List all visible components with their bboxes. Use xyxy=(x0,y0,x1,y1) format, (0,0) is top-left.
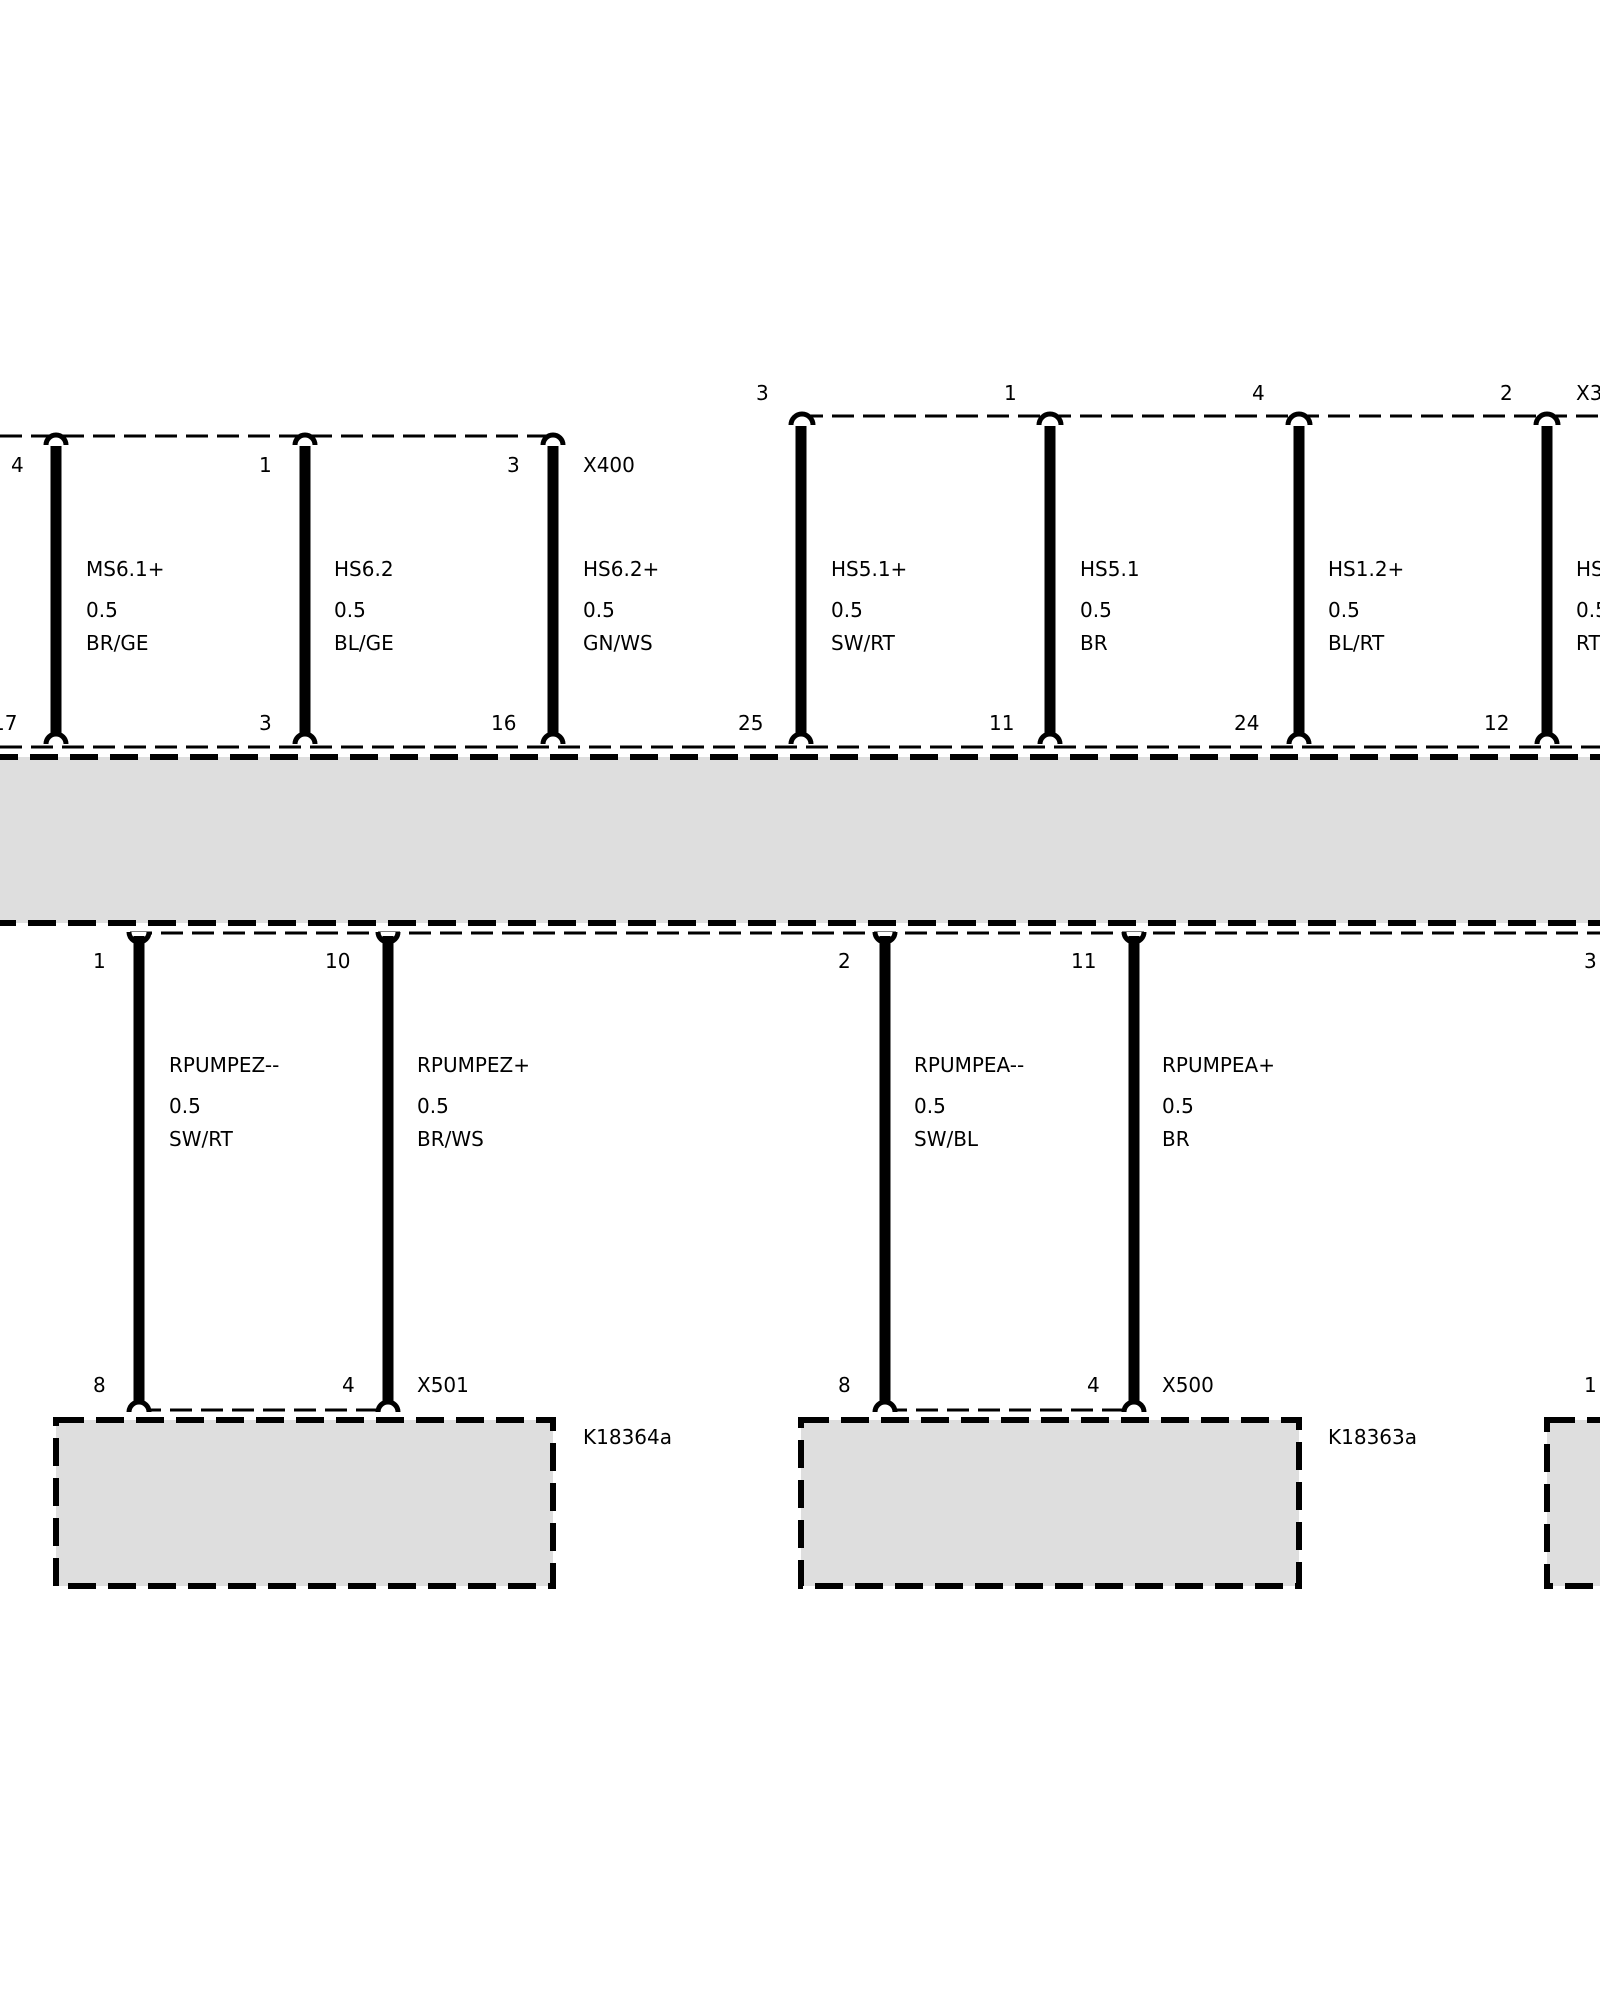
wire-gauge: 0.5 xyxy=(1080,598,1112,622)
bottom-pin-number: 25 xyxy=(738,711,763,735)
bottom-pin-number: 4 xyxy=(342,1373,355,1397)
module-pin-hook xyxy=(43,731,69,745)
top-pin-number: 4 xyxy=(11,453,24,477)
wire-signal-name: RPUMPEZ-- xyxy=(169,1053,279,1077)
wire-color-code: BR xyxy=(1162,1127,1190,1151)
wire-gauge: 0.5 xyxy=(1162,1094,1194,1118)
x400-pin-hook xyxy=(540,432,566,446)
connector-label: X500 xyxy=(1162,1373,1214,1397)
connector-x3-group: X3 xyxy=(788,381,1600,426)
module-body xyxy=(0,754,1600,926)
top-pin-number: 10 xyxy=(325,949,350,973)
bottom-pin-number: 4 xyxy=(1087,1373,1100,1397)
wire-color-code: SW/RT xyxy=(169,1127,234,1151)
component-label: K18363a xyxy=(1328,1425,1417,1449)
wire-color-code: BR/GE xyxy=(86,631,149,655)
bottom-pin-number: 8 xyxy=(93,1373,106,1397)
wire-signal-name: RPUMPEA-- xyxy=(914,1053,1024,1077)
module-pin-hook xyxy=(1286,731,1312,745)
top-pin-number: 2 xyxy=(1500,381,1513,405)
wire-gauge: 0.5 xyxy=(1328,598,1360,622)
x3-pin-hook xyxy=(1036,411,1064,426)
x501-pin-hook xyxy=(375,1399,401,1413)
top-pin-number: 4 xyxy=(1252,381,1265,405)
module-pin-number: 3 xyxy=(1584,949,1597,973)
module-pin-hook xyxy=(292,731,318,745)
wire-signal-name: MS6.1+ xyxy=(86,557,165,581)
upper-wire-group: 4 MS6.1+ 0.5 BR/GE 17 1 HS6.2 0.5 BL/GE … xyxy=(0,381,1600,744)
component-body xyxy=(798,1417,1302,1589)
x3-pin-hook xyxy=(788,411,816,426)
wire-color-code: SW/BL xyxy=(914,1127,979,1151)
wire-gauge: 0.5 xyxy=(417,1094,449,1118)
component-pin-number: 1 xyxy=(1584,1373,1597,1397)
lower-wire-group: 1 RPUMPEZ-- 0.5 SW/RT 8 10 RPUMPEZ+ 0.5 … xyxy=(93,936,1275,1404)
component-body xyxy=(1544,1417,1600,1589)
wire-signal-name: RPUMPEZ+ xyxy=(417,1053,530,1077)
component-body xyxy=(53,1417,556,1589)
connector-label: X3 xyxy=(1576,381,1600,405)
module-pin-hook xyxy=(788,731,814,745)
wire-gauge: 0.5 xyxy=(334,598,366,622)
wire-gauge: 0.5 xyxy=(169,1094,201,1118)
wire-color-code: GN/WS xyxy=(583,631,653,655)
module-pin-hook xyxy=(540,731,566,745)
wire-gauge: 0.5 xyxy=(914,1094,946,1118)
bottom-pin-number: 16 xyxy=(491,711,516,735)
top-pin-number: 11 xyxy=(1071,949,1096,973)
x501-pin-hook xyxy=(126,1399,152,1413)
connector-x400-group: X400 xyxy=(0,432,635,477)
component-k18364a: X501 K18364a xyxy=(53,1373,672,1589)
module-pin-hook xyxy=(1534,731,1560,745)
module-pin-hook xyxy=(1037,731,1063,745)
wire-signal-name: HS5.1+ xyxy=(831,557,907,581)
wire-gauge: 0.5 xyxy=(86,598,118,622)
bottom-pin-number: 24 xyxy=(1234,711,1259,735)
component-partial-right: 1 xyxy=(1544,1373,1600,1589)
wire-signal-name: HS6.2 xyxy=(334,557,394,581)
top-pin-number: 3 xyxy=(756,381,769,405)
x500-pin-hook xyxy=(872,1399,898,1413)
wire-signal-name: HS1.2+ xyxy=(1328,557,1404,581)
x3-pin-hook xyxy=(1533,411,1561,426)
wire-color-code: RT xyxy=(1576,631,1600,655)
wire-gauge: 0.5 xyxy=(1576,598,1600,622)
wire-color-code: SW/RT xyxy=(831,631,896,655)
component-k18363a: X500 K18363a xyxy=(798,1373,1417,1589)
wire-color-code: BL/RT xyxy=(1328,631,1385,655)
wire-gauge: 0.5 xyxy=(831,598,863,622)
wire-color-code: BL/GE xyxy=(334,631,394,655)
wire-signal-name: RPUMPEA+ xyxy=(1162,1053,1275,1077)
top-pin-number: 1 xyxy=(1004,381,1017,405)
wire-signal-name: HS xyxy=(1576,557,1600,581)
top-pin-number: 1 xyxy=(259,453,272,477)
x3-pin-hook xyxy=(1285,411,1313,426)
top-pin-number: 1 xyxy=(93,949,106,973)
wire-signal-name: HS6.2+ xyxy=(583,557,659,581)
bottom-pin-number: 3 xyxy=(259,711,272,735)
bottom-pin-number: 17 xyxy=(0,711,17,735)
x400-pin-hook xyxy=(43,432,69,446)
control-module: 3 xyxy=(0,731,1600,973)
top-pin-number: 3 xyxy=(507,453,520,477)
top-pin-number: 2 xyxy=(838,949,851,973)
component-label: K18364a xyxy=(583,1425,672,1449)
bottom-pin-number: 8 xyxy=(838,1373,851,1397)
wire-color-code: BR/WS xyxy=(417,1127,484,1151)
bottom-pin-number: 11 xyxy=(989,711,1014,735)
wire-color-code: BR xyxy=(1080,631,1108,655)
wire-gauge: 0.5 xyxy=(583,598,615,622)
connector-label: X400 xyxy=(583,453,635,477)
x500-pin-hook xyxy=(1121,1399,1147,1413)
connector-label: X501 xyxy=(417,1373,469,1397)
bottom-pin-number: 12 xyxy=(1484,711,1509,735)
wire-signal-name: HS5.1 xyxy=(1080,557,1140,581)
x400-pin-hook xyxy=(292,432,318,446)
